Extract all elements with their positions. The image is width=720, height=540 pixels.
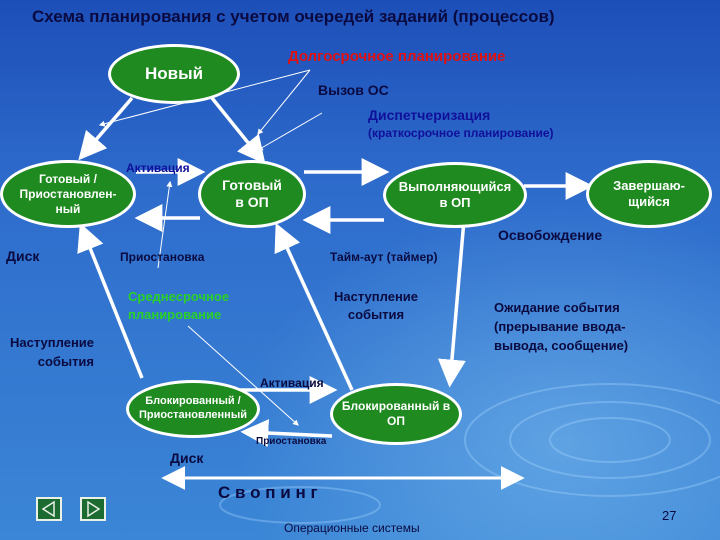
label-activation-top: Активация (126, 161, 190, 175)
nav-forward-icon (87, 500, 101, 518)
label-release: Освобождение (498, 227, 603, 243)
node-blocked-suspended: Блокированный / Приостановленный (126, 380, 260, 438)
arrows (77, 96, 594, 448)
label-disk-left: Диск (6, 248, 40, 264)
label-event-mid: Наступление события (334, 289, 419, 323)
node-blocked-ram-label: Блокированный в ОП (341, 399, 451, 428)
node-terminated-label: Завершаю- щийся (613, 177, 685, 209)
label-dispatch: Диспетчеризация (368, 107, 491, 123)
node-running: Выполняющийся в ОП (383, 162, 527, 228)
label-swapping: С в о п и н г (218, 483, 318, 502)
label-disk-bottom: Диск (170, 450, 204, 466)
slide-title: Схема планирования с учетом очередей зад… (32, 7, 555, 26)
label-timeout: Тайм-аут (таймер) (330, 250, 438, 264)
node-terminated: Завершаю- щийся (586, 160, 712, 228)
footer-course: Операционные системы (284, 521, 420, 535)
label-suspend-top: Приостановка (120, 250, 205, 264)
node-ready-ram-label: Готовый в ОП (222, 176, 282, 211)
label-suspend-bottom: Приостановка (256, 436, 327, 447)
label-long-term: Долгосрочное планирование (288, 48, 506, 65)
label-os-call: Вызов ОС (318, 82, 389, 98)
node-ready-suspended-label: Готовый / Приостановлен- ный (19, 171, 117, 216)
label-short-term: (краткосрочное планирование) (368, 126, 554, 140)
nav-forward-button[interactable] (80, 497, 106, 521)
node-running-label: Выполняющийся в ОП (398, 178, 512, 210)
node-ready-suspended: Готовый / Приостановлен- ный (0, 160, 136, 228)
node-new: Новый (108, 44, 240, 104)
node-blocked-ram: Блокированный в ОП (330, 383, 462, 445)
label-event-left: Наступление события (10, 335, 95, 369)
label-mid-term: Среднесрочное планирование (128, 289, 230, 323)
label-wait-event: Ожидание события (прерывание ввода- выво… (494, 300, 629, 353)
page-number: 27 (662, 508, 677, 523)
node-new-label: Новый (144, 64, 204, 84)
label-activation-bottom: Активация (260, 376, 324, 390)
nav-back-button[interactable] (36, 497, 62, 521)
node-ready-ram: Готовый в ОП (198, 160, 306, 228)
nav-back-icon (41, 500, 55, 518)
node-blocked-suspended-label: Блокированный / Приостановленный (139, 395, 247, 421)
